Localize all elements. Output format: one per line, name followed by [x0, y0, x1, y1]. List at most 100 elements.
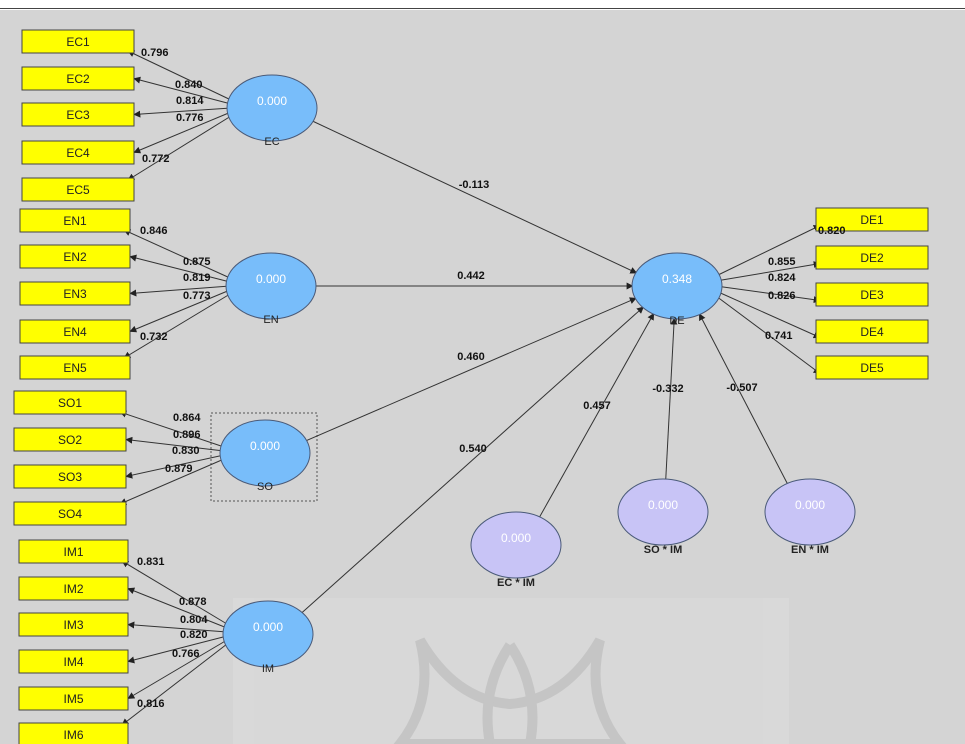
construct-ellipse[interactable]: [617, 478, 709, 546]
construct-ellipse[interactable]: [226, 74, 318, 142]
path-arrow-enxim-to-de[interactable]: [698, 313, 789, 485]
indicator-box[interactable]: [815, 355, 929, 380]
indicator-box[interactable]: [13, 501, 127, 526]
loading-arrow-ec4[interactable]: [133, 111, 232, 154]
indicator-en3[interactable]: EN3: [19, 281, 131, 306]
loading-arrow-de2[interactable]: [715, 261, 821, 282]
indicator-label: SO3: [58, 470, 82, 484]
indicator-box[interactable]: [19, 208, 131, 233]
indicator-ec3[interactable]: EC3: [21, 102, 135, 127]
indicator-box[interactable]: [815, 207, 929, 232]
indicator-im2[interactable]: IM2: [18, 576, 129, 601]
loading-arrow-im4[interactable]: [127, 635, 228, 664]
indicator-box[interactable]: [18, 686, 129, 711]
indicator-so4[interactable]: SO4: [13, 501, 127, 526]
loading-arrow-en5[interactable]: [123, 293, 231, 359]
indicator-en4[interactable]: EN4: [19, 319, 131, 344]
loading-arrow-ec3[interactable]: [133, 107, 232, 118]
path-arrow-ec-to-de[interactable]: [312, 120, 638, 274]
indicator-im6[interactable]: IM6: [18, 722, 129, 744]
indicator-box[interactable]: [19, 244, 131, 269]
indicator-so2[interactable]: SO2: [13, 427, 127, 452]
path-arrow-so-to-de[interactable]: [305, 297, 637, 442]
loading-arrow-en3[interactable]: [129, 285, 231, 297]
indicator-de4[interactable]: DE4: [815, 319, 929, 344]
loading-arrow-im1[interactable]: [121, 560, 228, 625]
loading-arrow-so4[interactable]: [119, 458, 225, 505]
indicator-en5[interactable]: EN5: [19, 355, 131, 380]
loading-arrow-en2[interactable]: [129, 254, 231, 283]
indicator-ec2[interactable]: EC2: [21, 66, 135, 91]
indicator-de1[interactable]: DE1: [815, 207, 929, 232]
loading-arrow-en4[interactable]: [129, 289, 231, 333]
construct-ellipse[interactable]: [631, 252, 723, 320]
loading-arrow-ec1[interactable]: [127, 50, 232, 101]
loading-arrow-de4[interactable]: [715, 290, 821, 339]
construct-ellipse[interactable]: [764, 478, 856, 546]
indicator-en2[interactable]: EN2: [19, 244, 131, 269]
indicator-box[interactable]: [815, 245, 929, 270]
construct-name: SO: [257, 481, 273, 493]
indicator-box[interactable]: [21, 29, 135, 54]
indicator-im3[interactable]: IM3: [18, 612, 129, 637]
indicator-en1[interactable]: EN1: [19, 208, 131, 233]
loading-arrow-so3[interactable]: [125, 454, 225, 479]
loading-arrow-im3[interactable]: [127, 621, 228, 633]
indicator-box[interactable]: [18, 576, 129, 601]
loading-arrow-de3[interactable]: [715, 285, 821, 304]
indicator-box[interactable]: [13, 427, 127, 452]
indicator-box[interactable]: [815, 282, 929, 307]
indicator-de3[interactable]: DE3: [815, 282, 929, 307]
construct-ellipse[interactable]: [225, 252, 317, 320]
construct-ellipse[interactable]: [222, 600, 314, 668]
indicator-box[interactable]: [18, 539, 129, 564]
indicator-box[interactable]: [21, 177, 135, 202]
construct-ellipse[interactable]: [470, 511, 562, 579]
loading-arrow-im6[interactable]: [121, 643, 228, 726]
indicator-box[interactable]: [18, 722, 129, 744]
indicator-so3[interactable]: SO3: [13, 464, 127, 489]
indicator-box[interactable]: [19, 281, 131, 306]
path-arrow-soxim-to-de[interactable]: [665, 317, 678, 480]
indicator-box[interactable]: [815, 319, 929, 344]
loading-arrow-ec5[interactable]: [127, 115, 232, 181]
loading-arrow-ec2[interactable]: [133, 76, 232, 105]
path-arrow-ecxim-to-de[interactable]: [538, 312, 655, 518]
loading-arrow-im2[interactable]: [127, 587, 228, 629]
path-arrow-im-to-de[interactable]: [301, 306, 644, 614]
indicator-ec5[interactable]: EC5: [21, 177, 135, 202]
indicator-im4[interactable]: IM4: [18, 649, 129, 674]
indicator-de2[interactable]: DE2: [815, 245, 929, 270]
loading-arrow-im5[interactable]: [127, 639, 228, 699]
indicator-im1[interactable]: IM1: [18, 539, 129, 564]
construct-ellipse[interactable]: [219, 419, 311, 487]
indicator-im5[interactable]: IM5: [18, 686, 129, 711]
indicator-box[interactable]: [13, 390, 127, 415]
indicator-so1[interactable]: SO1: [13, 390, 127, 415]
indicator-box[interactable]: [19, 355, 131, 380]
indicator-box[interactable]: [18, 649, 129, 674]
loading-arrow-so1[interactable]: [119, 410, 225, 448]
indicator-ec4[interactable]: EC4: [21, 140, 135, 165]
indicator-box[interactable]: [13, 464, 127, 489]
indicator-box[interactable]: [18, 612, 129, 637]
indicator-box[interactable]: [21, 140, 135, 165]
indicator-box[interactable]: [21, 66, 135, 91]
loading-arrow-de1[interactable]: [715, 225, 821, 277]
loading-arrow-so2[interactable]: [125, 436, 225, 452]
indicator-de5[interactable]: DE5: [815, 355, 929, 380]
indicator-box[interactable]: [21, 102, 135, 127]
indicator-ec1[interactable]: EC1: [21, 29, 135, 54]
loading-arrow-en1[interactable]: [123, 229, 231, 279]
loading-arrow-de5[interactable]: [715, 295, 821, 374]
indicator-box[interactable]: [19, 319, 131, 344]
